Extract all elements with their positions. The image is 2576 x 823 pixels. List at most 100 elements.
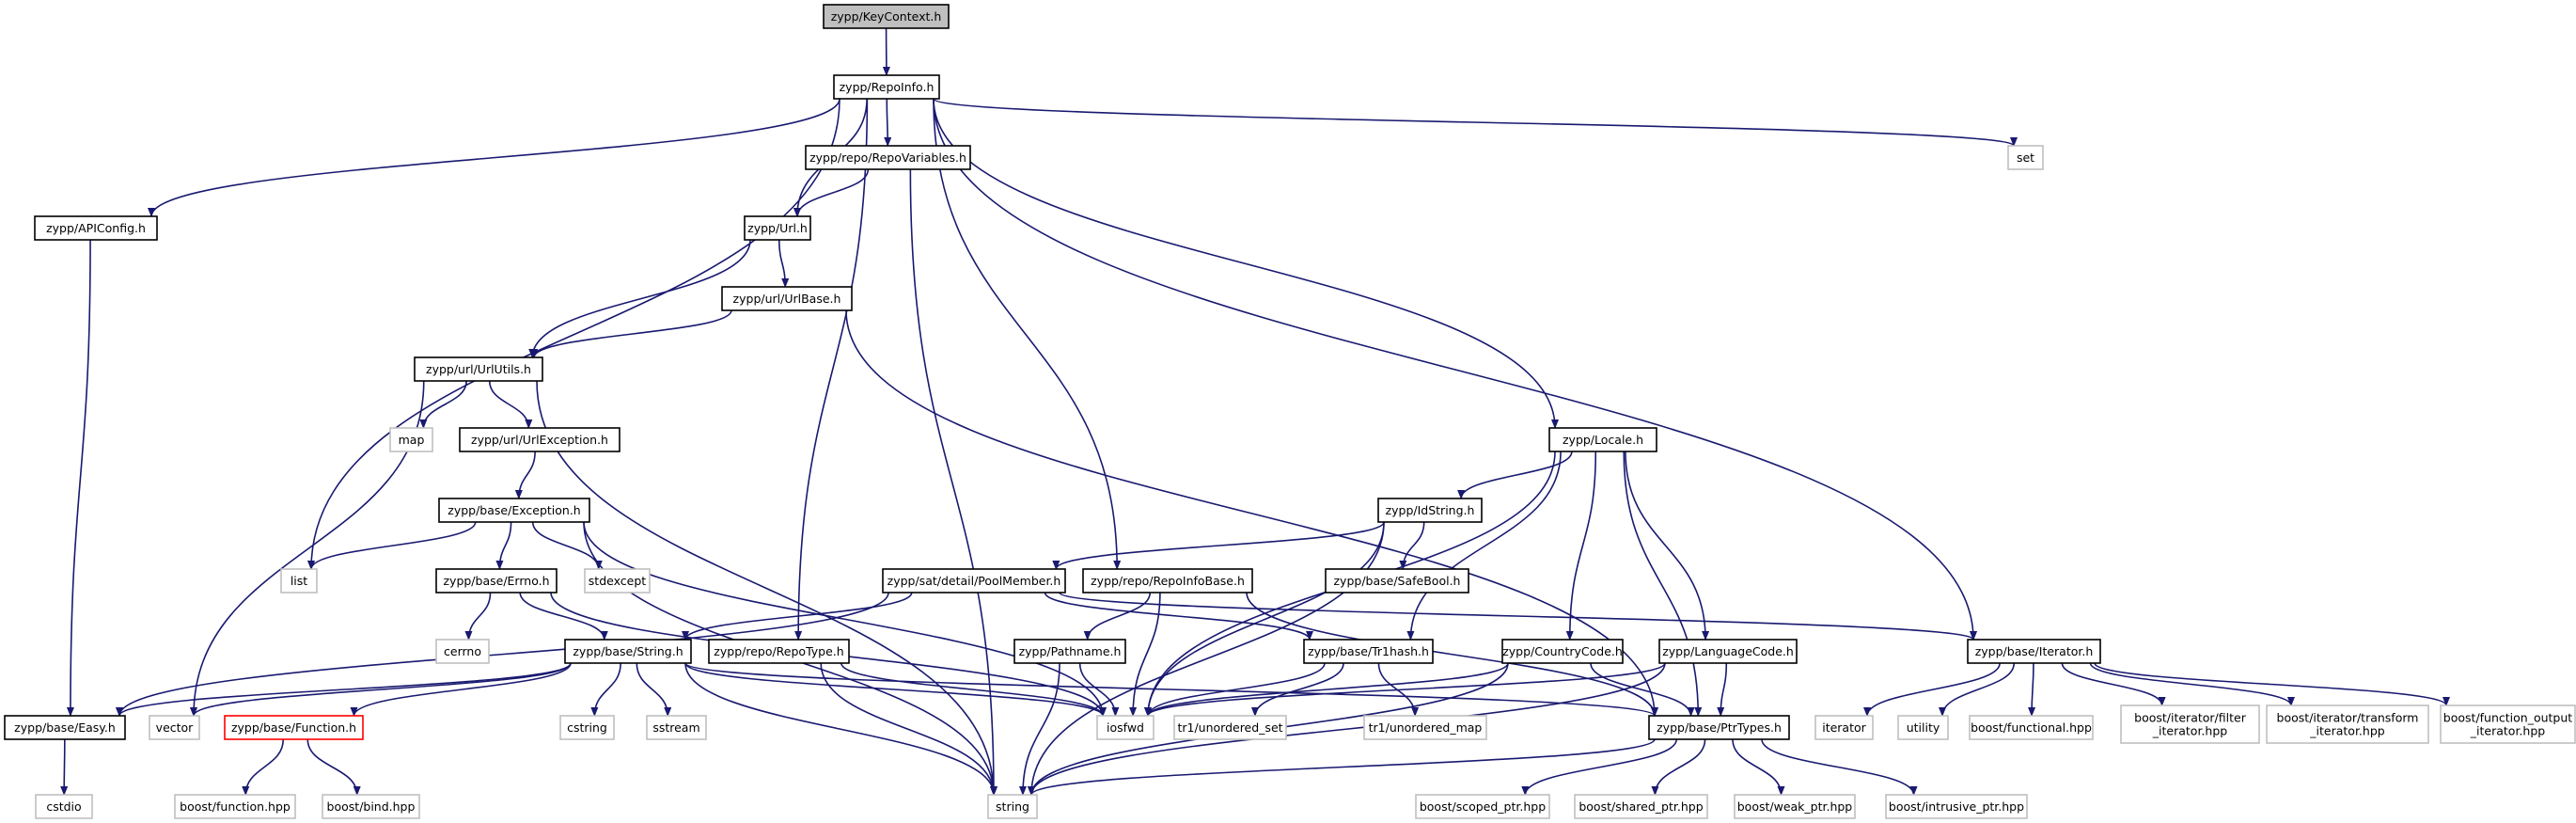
node-label: boost/scoped_ptr.hpp bbox=[1420, 799, 1546, 814]
node-label: iterator bbox=[1822, 720, 1866, 735]
node-functional: boost/functional.hpp bbox=[1969, 715, 2094, 740]
edge-iterator_h-to-utility bbox=[1939, 662, 2016, 717]
edge-repoinfo-to-repotype bbox=[794, 98, 869, 641]
node-box bbox=[224, 715, 364, 740]
edge-locale-to-ptrtypes bbox=[1623, 451, 1703, 717]
node-box bbox=[1501, 639, 1624, 664]
node-label: zypp/url/UrlUtils.h bbox=[426, 362, 531, 376]
node-repovariables[interactable]: zypp/repo/RepoVariables.h bbox=[805, 145, 971, 170]
node-url[interactable]: zypp/Url.h bbox=[744, 215, 811, 241]
node-errno[interactable]: zypp/base/Errno.h bbox=[435, 568, 558, 594]
edge-urlbase-to-ptrtypes bbox=[845, 309, 1658, 717]
node-countrycode[interactable]: zypp/CountryCode.h bbox=[1501, 639, 1624, 664]
edge-string_h-to-string bbox=[684, 662, 997, 796]
node-label: boost/intrusive_ptr.hpp bbox=[1889, 799, 2024, 814]
node-label: _iterator.hpp bbox=[2470, 724, 2545, 738]
node-locale[interactable]: zypp/Locale.h bbox=[1548, 427, 1657, 452]
node-box bbox=[646, 715, 707, 740]
node-label: zypp/base/Tr1hash.h bbox=[1308, 644, 1429, 658]
node-urlexception[interactable]: zypp/url/UrlException.h bbox=[459, 427, 620, 452]
node-box bbox=[708, 639, 850, 664]
node-label: vector bbox=[156, 720, 195, 735]
node-box bbox=[1325, 568, 1469, 594]
node-label: boost/function_output bbox=[2443, 711, 2572, 725]
node-repotype[interactable]: zypp/repo/RepoType.h bbox=[708, 639, 850, 664]
edge-iterator_h-to-filter_iterator bbox=[2061, 662, 2166, 706]
node-function_output: boost/function_output_iterator.hpp bbox=[2440, 704, 2576, 744]
node-repoinfo[interactable]: zypp/RepoInfo.h bbox=[833, 74, 940, 100]
node-label: zypp/Pathname.h bbox=[1019, 644, 1122, 658]
node-iterator_h[interactable]: zypp/base/Iterator.h bbox=[1967, 639, 2101, 664]
edge-repoinfo-to-locale bbox=[933, 98, 1559, 429]
node-label: zypp/url/UrlException.h bbox=[471, 433, 608, 447]
edge-repoinfo-to-apiconfig bbox=[148, 98, 840, 217]
node-sstream: sstream bbox=[646, 715, 707, 740]
edge-countrycode-to-ptrtypes bbox=[1590, 662, 1695, 717]
node-transform_iterator: boost/iterator/transform_iterator.hpp bbox=[2266, 704, 2429, 744]
node-urlutils[interactable]: zypp/url/UrlUtils.h bbox=[414, 356, 543, 382]
node-boost_bind: boost/bind.hpp bbox=[322, 794, 420, 819]
node-cstdio: cstdio bbox=[35, 794, 93, 819]
edge-repoinfobase-to-pathname bbox=[1083, 592, 1152, 641]
node-box bbox=[584, 568, 651, 594]
node-box bbox=[1967, 639, 2101, 664]
node-tr1hash[interactable]: zypp/base/Tr1hash.h bbox=[1303, 639, 1434, 664]
edge-poolmember-to-tr1hash bbox=[1044, 592, 1313, 641]
node-function_h[interactable]: zypp/base/Function.h bbox=[224, 715, 364, 740]
node-poolmember[interactable]: zypp/sat/detail/PoolMember.h bbox=[882, 568, 1066, 594]
node-idstring[interactable]: zypp/IdString.h bbox=[1377, 498, 1483, 523]
node-label: zypp/base/SafeBool.h bbox=[1334, 574, 1461, 588]
node-label: zypp/KeyContext.h bbox=[831, 9, 942, 24]
edge-apiconfig-to-easy bbox=[66, 239, 91, 717]
edge-countrycode-to-iosfwd bbox=[1144, 662, 1509, 717]
node-ptrtypes[interactable]: zypp/base/PtrTypes.h bbox=[1648, 715, 1790, 740]
node-string: string bbox=[987, 794, 1038, 819]
node-label: iosfwd bbox=[1107, 720, 1144, 735]
edge-repovariables-to-url bbox=[793, 168, 870, 217]
node-label: _iterator.hpp bbox=[2309, 724, 2384, 738]
node-repoinfobase[interactable]: zypp/repo/RepoInfoBase.h bbox=[1082, 568, 1253, 594]
edge-languagecode-to-ptrtypes bbox=[1717, 662, 1728, 717]
node-box bbox=[1013, 639, 1126, 664]
node-label: sstream bbox=[652, 720, 699, 735]
node-pathname[interactable]: zypp/Pathname.h bbox=[1013, 639, 1126, 664]
node-keycontext[interactable]: zypp/KeyContext.h bbox=[823, 4, 950, 29]
node-apiconfig[interactable]: zypp/APIConfig.h bbox=[34, 215, 158, 241]
node-label: zypp/repo/RepoInfoBase.h bbox=[1091, 574, 1245, 588]
node-label: map bbox=[399, 433, 425, 447]
edge-iterator_h-to-transform_iterator bbox=[2089, 662, 2295, 706]
node-box bbox=[805, 145, 971, 170]
node-cstring: cstring bbox=[559, 715, 615, 740]
node-label: zypp/base/String.h bbox=[573, 644, 683, 658]
node-label: zypp/Url.h bbox=[747, 221, 808, 235]
node-box bbox=[882, 568, 1066, 594]
edge-urlutils-to-map bbox=[419, 380, 467, 429]
node-label: zypp/base/PtrTypes.h bbox=[1657, 720, 1782, 735]
edge-urlutils-to-string bbox=[536, 380, 997, 796]
edge-pathname-to-iosfwd bbox=[1078, 662, 1120, 717]
edge-iterator_h-to-functional bbox=[2028, 662, 2036, 717]
node-box bbox=[2440, 704, 2576, 744]
node-safebool[interactable]: zypp/base/SafeBool.h bbox=[1325, 568, 1469, 594]
edge-function_h-to-boost_bind bbox=[306, 738, 361, 796]
node-label: zypp/APIConfig.h bbox=[46, 221, 146, 235]
node-string_h[interactable]: zypp/base/String.h bbox=[564, 639, 692, 664]
node-box bbox=[438, 498, 590, 523]
edge-string_h-to-iosfwd bbox=[684, 662, 1107, 717]
node-utility: utility bbox=[1897, 715, 1949, 740]
edge-string_h-to-cstring bbox=[590, 662, 621, 717]
node-label: zypp/repo/RepoType.h bbox=[714, 644, 843, 658]
node-unordered_set: tr1/unordered_set bbox=[1173, 715, 1287, 740]
node-label: list bbox=[291, 574, 307, 588]
node-exception[interactable]: zypp/base/Exception.h bbox=[438, 498, 590, 523]
node-urlbase[interactable]: zypp/url/UrlBase.h bbox=[721, 286, 853, 311]
node-box bbox=[1734, 794, 1856, 819]
edge-url-to-urlbase bbox=[778, 239, 790, 288]
node-label: zypp/repo/RepoVariables.h bbox=[809, 150, 966, 165]
node-label: zypp/LanguageCode.h bbox=[1662, 644, 1794, 658]
node-easy[interactable]: zypp/base/Easy.h bbox=[4, 715, 126, 740]
node-languagecode[interactable]: zypp/LanguageCode.h bbox=[1658, 639, 1798, 664]
node-label: cstring bbox=[567, 720, 607, 735]
node-box bbox=[1173, 715, 1287, 740]
